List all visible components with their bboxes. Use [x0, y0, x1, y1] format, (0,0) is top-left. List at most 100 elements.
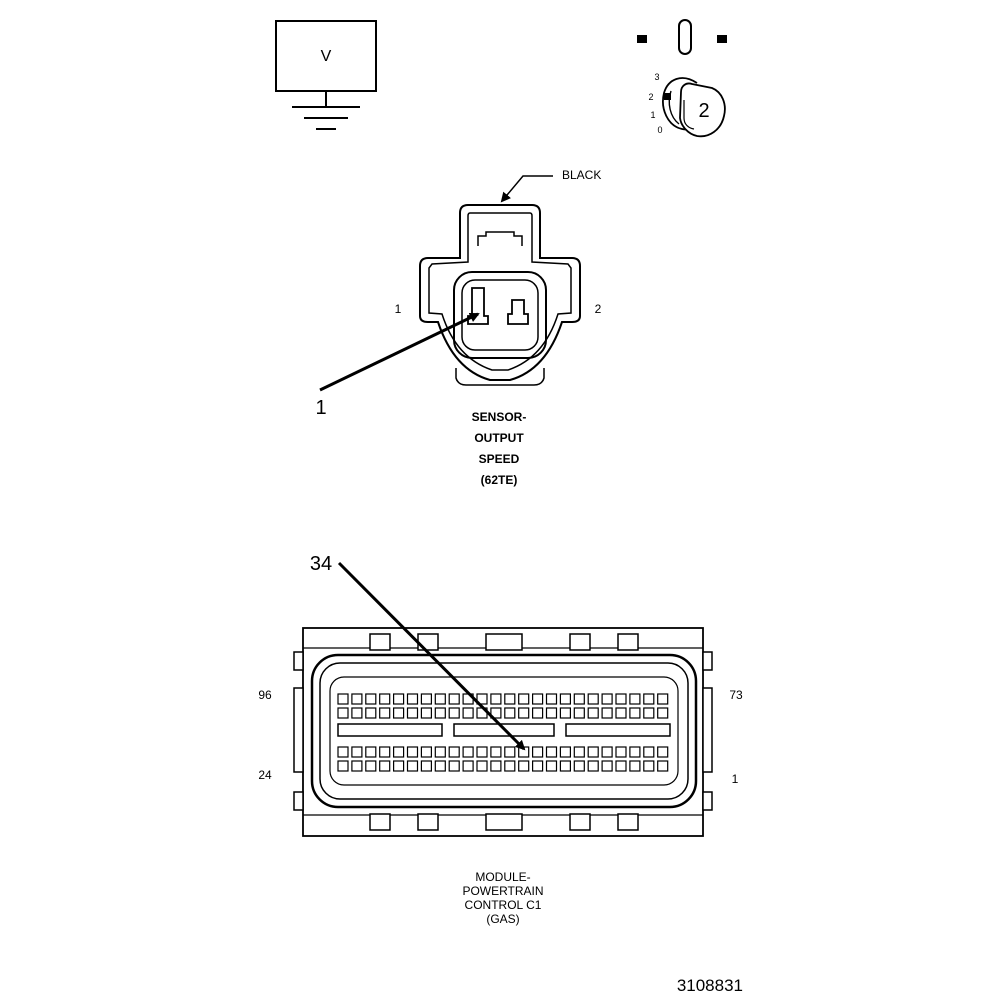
pin-cavity — [420, 746, 432, 758]
pin-cavity — [337, 760, 349, 772]
pin-73-label: 73 — [729, 688, 743, 702]
pin-cavity — [643, 746, 655, 758]
cavity-1-label: 1 — [395, 302, 402, 316]
pin-cavity — [420, 707, 432, 719]
pin-cavity — [448, 707, 460, 719]
pin-cavity — [643, 707, 655, 719]
pin-cavity — [545, 707, 558, 719]
pin-cavity — [448, 693, 460, 705]
sensor-terminal-2 — [507, 299, 529, 325]
pin-cavity — [587, 746, 599, 758]
figure-number: 3108831 — [677, 976, 743, 995]
pin-cavity — [337, 693, 349, 705]
pin-cavity — [643, 693, 655, 705]
pin-cavity — [643, 760, 655, 772]
pin-cavity — [393, 746, 405, 758]
sensor-caption-line-4: (62TE) — [481, 473, 518, 487]
cavity-1-probe-arrow — [319, 312, 480, 392]
pcm-caption-line-4: (GAS) — [486, 912, 519, 926]
top-lock-tabs — [369, 633, 639, 651]
pin-cavity — [573, 693, 585, 705]
pin-cavity — [601, 693, 613, 705]
switch-position-2: 2 — [648, 92, 653, 102]
pin-cavity — [351, 746, 363, 758]
pin-1-label: 1 — [732, 772, 739, 786]
pin-cavity — [559, 707, 572, 719]
pin-cavity — [490, 760, 502, 772]
pcm-caption: MODULE- POWERTRAIN CONTROL C1 (GAS) — [462, 870, 543, 926]
knob-position-label: 2 — [698, 100, 709, 122]
pin-cavity — [573, 760, 585, 772]
pin-96-label: 96 — [258, 688, 272, 702]
pin-cavity — [601, 760, 613, 772]
ground-icon — [292, 106, 360, 130]
pin-cavity — [434, 693, 446, 705]
pin-cavity — [615, 746, 627, 758]
sensor-caption: SENSOR- OUTPUT SPEED (62TE) — [472, 410, 527, 487]
pin-cavity — [518, 707, 530, 719]
pin-cavity — [434, 760, 446, 772]
pin-cavity — [573, 746, 585, 758]
pin-cavity — [657, 746, 669, 758]
pin-cavity — [420, 760, 432, 772]
sensor-caption-line-2: OUTPUT — [474, 431, 524, 445]
pin-cavity — [657, 760, 669, 772]
pin-cavity — [406, 746, 419, 758]
pcm-probe-callout: 34 — [310, 553, 332, 575]
pin-cavity — [351, 693, 363, 705]
pin-cavity — [434, 746, 446, 758]
pin-34-probe-arrow — [337, 561, 526, 751]
black-callout-leader — [500, 175, 553, 203]
pin-cavity — [559, 746, 572, 758]
pin-cavity — [490, 746, 502, 758]
pin-cavity — [657, 707, 669, 719]
pin-cavity — [587, 693, 599, 705]
pin-cavity — [629, 760, 641, 772]
pin-cavity — [615, 707, 627, 719]
pin-24-label: 24 — [258, 768, 272, 782]
pin-cavity — [559, 693, 572, 705]
right-mount-ears — [702, 651, 713, 811]
pin-cavity — [531, 746, 544, 758]
output-speed-sensor-connector: BLACK 1 2 1 SENSOR- OUTPUT SPEED (62TE) — [315, 168, 601, 487]
pin-cavity — [601, 746, 613, 758]
pin-cavity — [490, 707, 502, 719]
pin-cavity — [393, 693, 405, 705]
rotary-knob-icon: 2 — [662, 77, 726, 138]
pin-cavity — [559, 760, 572, 772]
pin-cavity — [406, 760, 419, 772]
pin-cavity — [504, 746, 516, 758]
pin-cavity — [587, 760, 599, 772]
pin-cavity — [337, 707, 349, 719]
pin-cavity — [393, 760, 405, 772]
pin-cavity — [365, 693, 377, 705]
pin-cavity — [657, 693, 669, 705]
pin-cavity — [615, 693, 627, 705]
pin-cavity — [406, 707, 419, 719]
selector-switch-icon: 3 2 1 0 2 — [637, 19, 727, 138]
pin-cavity — [351, 760, 363, 772]
sensor-housing-outline — [419, 204, 581, 381]
pin-cavity — [351, 707, 363, 719]
sensor-caption-line-1: SENSOR- — [472, 410, 527, 424]
pin-cavity — [518, 760, 530, 772]
pin-cavity — [434, 707, 446, 719]
pin-cavity — [601, 707, 613, 719]
pcm-caption-line-3: CONTROL C1 — [465, 898, 542, 912]
pin-cavity — [629, 693, 641, 705]
pin-cavity — [545, 760, 558, 772]
pin-cavity — [476, 746, 488, 758]
pin-cavity — [615, 760, 627, 772]
pcm-caption-line-2: POWERTRAIN — [462, 884, 543, 898]
pcm-pin-grid — [337, 693, 669, 772]
pin-cavity — [448, 760, 460, 772]
pin-cavity — [545, 693, 558, 705]
pin-cavity — [531, 760, 544, 772]
switch-position-3: 3 — [654, 72, 659, 82]
pin-cavity — [629, 746, 641, 758]
pin-cavity — [518, 693, 530, 705]
pin-cavity — [490, 693, 502, 705]
pin-cavity — [476, 693, 488, 705]
pin-cavity — [504, 760, 516, 772]
meter-mode-label: V — [321, 48, 332, 65]
